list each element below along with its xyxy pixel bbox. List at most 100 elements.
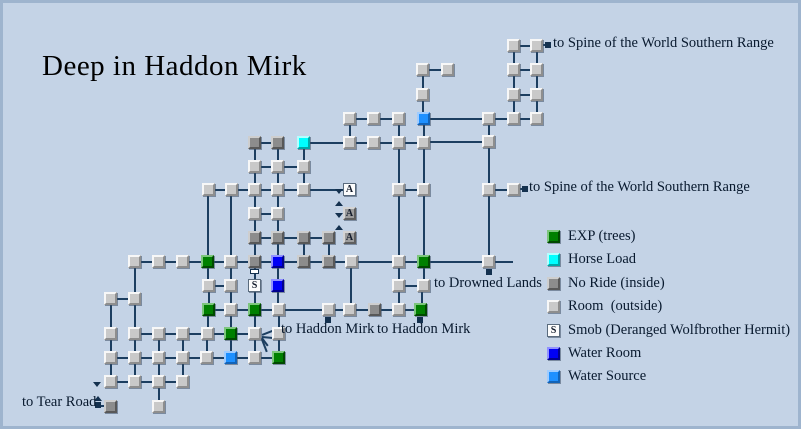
- map-room-out: [507, 183, 520, 196]
- map-connection: [254, 357, 279, 359]
- map-room-ws: [224, 351, 237, 364]
- legend-label: Smob (Deranged Wolfbrother Hermit): [568, 322, 791, 338]
- map-room-out: [152, 351, 165, 364]
- map-connection: [421, 285, 423, 310]
- map-room-out: [128, 327, 141, 340]
- legend-label: Water Room: [568, 345, 642, 361]
- map-connection: [277, 285, 279, 310]
- map-room-out: [345, 255, 358, 268]
- map-room-out: [507, 112, 520, 125]
- arrow-up-icon: [94, 396, 102, 401]
- map-connection: [254, 213, 278, 215]
- map-connection: [328, 309, 350, 311]
- map-connection: [230, 189, 232, 262]
- map-connection: [349, 142, 374, 144]
- exit-drowned-lands: [486, 269, 492, 275]
- map-room-out: [482, 255, 495, 268]
- map-connection: [110, 298, 112, 334]
- map-room-out: [248, 327, 261, 340]
- map-room-nr: [322, 231, 335, 244]
- map-room-out: [104, 292, 117, 305]
- map-connection: [254, 285, 256, 310]
- map-room-out: [530, 112, 543, 125]
- map-connection: [207, 189, 209, 262]
- map-connection: [488, 141, 490, 190]
- map-room-out: [392, 183, 405, 196]
- map-connection: [254, 261, 278, 263]
- map-connection: [254, 189, 256, 214]
- map-connection: [423, 118, 489, 120]
- map-connection: [182, 261, 208, 263]
- map-connection: [398, 285, 400, 310]
- map-connection: [303, 142, 305, 167]
- map-connection: [423, 261, 425, 286]
- map-connection: [328, 261, 352, 263]
- map-connection: [134, 357, 159, 359]
- map-connection: [134, 261, 136, 299]
- map-room-nr: [248, 255, 261, 268]
- map-connection: [303, 237, 329, 239]
- map-connection: [328, 237, 330, 262]
- map-room-out: [128, 351, 141, 364]
- map-connection: [182, 357, 207, 359]
- map-connection: [277, 237, 304, 239]
- map-room-a-gray: A: [343, 231, 356, 244]
- page-title: Deep in Haddon Mirk: [42, 50, 307, 82]
- map-room-out: [272, 327, 285, 340]
- map-connection: [207, 309, 209, 334]
- map-room-out: [392, 136, 405, 149]
- map-connection: [488, 189, 514, 191]
- map-connection: [513, 94, 537, 96]
- map-room-out: [392, 255, 405, 268]
- map-connection: [230, 333, 255, 335]
- map-room-exp: [224, 327, 237, 340]
- map-room-out: [392, 303, 405, 316]
- map-connection: [303, 189, 350, 191]
- map-connection: [488, 118, 514, 120]
- map-room-nr: [271, 136, 284, 149]
- map-room-nr: [322, 255, 335, 268]
- map-connection: [254, 333, 256, 358]
- legend-label: EXP (trees): [568, 228, 636, 244]
- map-label: to Spine of the World Southern Range: [553, 35, 774, 51]
- map-room-exp: [272, 351, 285, 364]
- map-connection: [254, 142, 256, 167]
- map-connection: [110, 357, 112, 382]
- map-room-wr: [271, 255, 284, 268]
- map-connection: [513, 69, 537, 71]
- map-room-out: [224, 255, 237, 268]
- map-connection: [230, 261, 232, 286]
- map-room-out: [152, 375, 165, 388]
- map-connection: [230, 261, 255, 263]
- exit-spine-east: [522, 186, 528, 192]
- arrow-up-icon: [335, 201, 343, 206]
- map-connection: [303, 261, 329, 263]
- map-room-out: [507, 88, 520, 101]
- map-connection: [134, 298, 136, 334]
- map-connection: [398, 261, 400, 286]
- map-connection: [423, 261, 489, 263]
- map-connection: [110, 333, 112, 358]
- map-room-out: [271, 207, 284, 220]
- legend-label: No Ride (inside): [568, 275, 665, 291]
- map-connection-stub: [520, 188, 523, 190]
- map-room-out: [441, 63, 454, 76]
- map-connection: [158, 333, 183, 335]
- map-room-out: [297, 160, 310, 173]
- map-connection: [277, 166, 304, 168]
- map-connection-stub: [495, 261, 513, 263]
- map-room-horse: [297, 136, 310, 149]
- map-connection: [373, 118, 399, 120]
- map-room-out: [201, 327, 214, 340]
- map-connection: [158, 381, 183, 383]
- map-connection: [182, 333, 184, 358]
- map-room-out: [417, 279, 430, 292]
- map-room-out: [200, 351, 213, 364]
- map-room-out: [367, 112, 380, 125]
- map-connection: [423, 118, 425, 143]
- map-room-out: [367, 136, 380, 149]
- map-connection: [513, 45, 537, 47]
- legend-label: Horse Load: [568, 251, 637, 267]
- map-connection: [230, 309, 232, 334]
